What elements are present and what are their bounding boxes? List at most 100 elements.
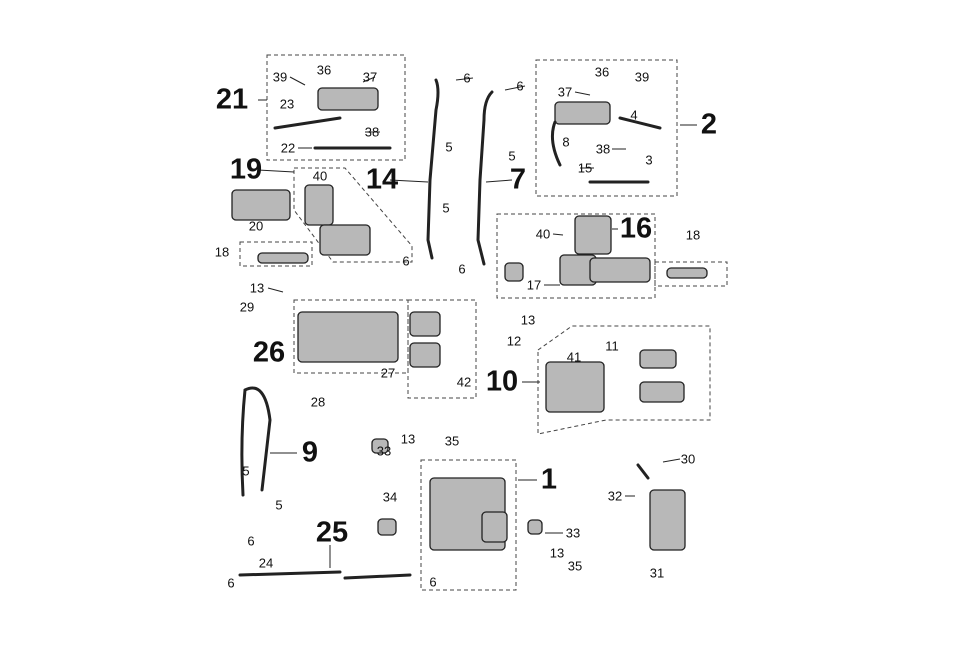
leader-line [389, 179, 429, 183]
callout-41: 41 [566, 349, 582, 365]
callout-11: 11 [605, 338, 619, 354]
hose-or-lever [240, 386, 272, 497]
leader-line [662, 458, 681, 463]
callout-34: 34 [382, 489, 398, 505]
part [317, 87, 379, 111]
part [574, 215, 612, 255]
part [481, 511, 508, 543]
part [304, 184, 334, 226]
callout-5: 5 [275, 497, 283, 513]
callout-32: 32 [607, 488, 623, 504]
callout-12: 12 [506, 333, 522, 349]
callout-35: 35 [567, 558, 583, 574]
callout-13: 13 [520, 312, 536, 328]
callout-18: 18 [214, 244, 230, 260]
part [639, 349, 677, 369]
callout-3: 3 [645, 152, 653, 168]
callout-40: 40 [535, 226, 551, 242]
leader-line [455, 77, 474, 81]
callout-10: 10 [485, 365, 519, 398]
leader-line [504, 85, 526, 91]
group-box [239, 241, 313, 267]
callout-36: 36 [594, 64, 610, 80]
hose-or-lever [238, 570, 412, 580]
callout-5: 5 [508, 148, 516, 164]
callout-6: 6 [402, 253, 410, 269]
callout-19: 19 [229, 153, 263, 186]
callout-38: 38 [595, 141, 611, 157]
leader-line [485, 179, 513, 183]
callout-31: 31 [649, 565, 665, 581]
hose-or-lever [426, 78, 440, 260]
callout-14: 14 [365, 163, 399, 196]
group-box [407, 299, 477, 399]
callout-37: 37 [557, 84, 573, 100]
callout-39: 39 [634, 69, 650, 85]
leader-line [267, 287, 284, 293]
hose-or-lever [476, 90, 494, 266]
leader-line [574, 91, 591, 96]
hose-or-lever [550, 120, 562, 167]
group-box [496, 213, 656, 299]
callout-33: 33 [376, 443, 392, 459]
part [409, 311, 441, 337]
part [371, 438, 389, 454]
group-box [537, 325, 711, 435]
group-box [266, 54, 406, 161]
callout-26: 26 [252, 336, 286, 369]
hose-or-lever [273, 116, 342, 130]
callout-28: 28 [310, 394, 326, 410]
part [377, 518, 397, 536]
part [589, 257, 651, 283]
callout-1: 1 [540, 463, 558, 496]
leader-line [289, 76, 306, 86]
callout-13: 13 [400, 431, 416, 447]
leader-line [552, 233, 564, 236]
callout-42: 42 [456, 374, 472, 390]
callout-6: 6 [458, 261, 466, 277]
part [545, 361, 605, 413]
callout-22: 22 [280, 140, 296, 156]
callout-24: 24 [258, 555, 274, 571]
leader-line [362, 76, 376, 83]
callout-36: 36 [316, 62, 332, 78]
group-box [535, 59, 678, 197]
callout-5: 5 [242, 463, 250, 479]
callout-9: 9 [301, 436, 319, 469]
callout-6: 6 [429, 574, 437, 590]
callout-13: 13 [549, 545, 565, 561]
callout-7: 7 [509, 163, 527, 196]
hose-or-lever [618, 116, 662, 130]
callout-39: 39 [272, 69, 288, 85]
callout-35: 35 [444, 433, 460, 449]
callout-6: 6 [247, 533, 255, 549]
part [319, 224, 371, 256]
callout-20: 20 [248, 218, 264, 234]
callout-17: 17 [526, 277, 542, 293]
callout-21: 21 [215, 83, 249, 116]
part [554, 101, 611, 125]
callout-29: 29 [239, 299, 255, 315]
group-box [293, 299, 409, 374]
leader-line [257, 169, 295, 173]
callout-23: 23 [279, 96, 295, 112]
callout-6: 6 [463, 70, 471, 86]
callout-33: 33 [565, 525, 581, 541]
group-box [654, 261, 728, 287]
callout-30: 30 [680, 451, 696, 467]
part [504, 262, 524, 282]
callout-37: 37 [362, 69, 378, 85]
part [649, 489, 686, 551]
callout-25: 25 [315, 516, 349, 549]
part [257, 252, 309, 264]
callout-6: 6 [516, 78, 524, 94]
callout-18: 18 [685, 227, 701, 243]
callout-5: 5 [442, 200, 450, 216]
callout-6: 6 [227, 575, 235, 591]
part [666, 267, 708, 279]
part [297, 311, 399, 363]
callout-40: 40 [312, 168, 328, 184]
part [409, 342, 441, 368]
